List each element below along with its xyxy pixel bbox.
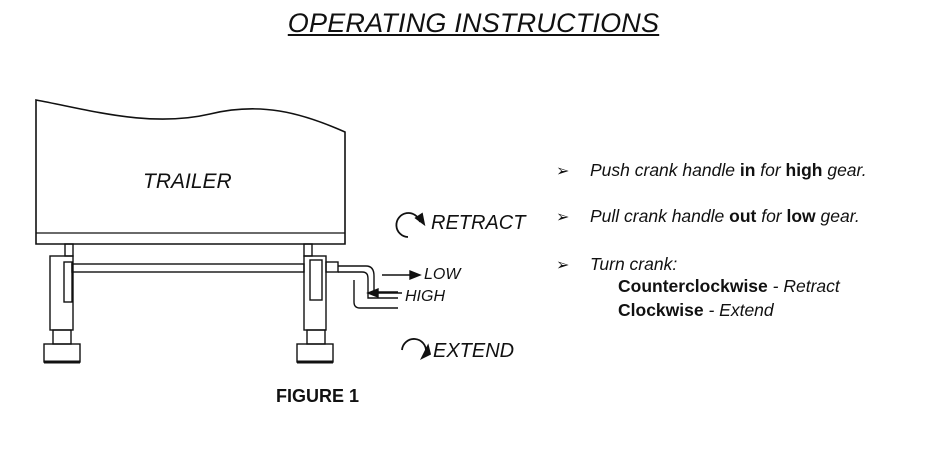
arrowhead-bullet-icon: ➢ (556, 163, 570, 180)
instruction-text: Push crank handle (590, 160, 740, 180)
left-jack (43, 243, 81, 364)
page-title: OPERATING INSTRUCTIONS (287, 8, 660, 38)
instruction-turn-crank: ➢ Turn crank: (556, 254, 677, 275)
right-jack (296, 243, 339, 364)
instruction-emphasis: high (785, 160, 823, 180)
instruction-low-gear: ➢ Pull crank handle out for low gear. (556, 206, 860, 227)
instruction-high-gear: ➢ Push crank handle in for high gear. (556, 160, 867, 181)
instruction-text: Pull crank handle (590, 206, 730, 226)
instruction-emphasis: out (729, 206, 757, 226)
instruction-emphasis: in (739, 160, 756, 180)
retract-label: RETRACT (431, 212, 526, 234)
figure-caption: FIGURE 1 (276, 386, 360, 406)
low-label: LOW (424, 266, 461, 283)
instruction-text: - Retract (767, 276, 840, 296)
instruction-text: gear. (822, 160, 867, 180)
instruction-text: gear. (815, 206, 860, 226)
high-label: HIGH (405, 288, 445, 305)
trailer-label: TRAILER (143, 170, 232, 193)
low-arrow (382, 269, 422, 281)
instruction-emphasis: Clockwise (618, 300, 704, 320)
clockwise-arrow-icon (401, 338, 432, 361)
instruction-emphasis: low (786, 206, 816, 226)
instruction-counterclockwise: Counterclockwise - Retract (618, 276, 840, 297)
crank-handle (338, 265, 398, 309)
arrowhead-bullet-icon: ➢ (556, 257, 570, 274)
instruction-text: for (756, 206, 787, 226)
instruction-emphasis: Counterclockwise (618, 276, 768, 296)
instruction-text: - Extend (703, 300, 774, 320)
instruction-text: Turn crank: (590, 254, 678, 274)
extend-label: EXTEND (433, 340, 515, 362)
cross-shaft (71, 263, 305, 273)
instruction-text: for (755, 160, 786, 180)
instruction-clockwise: Clockwise - Extend (618, 300, 774, 321)
trailer-body (35, 99, 346, 245)
high-arrow (366, 287, 402, 299)
counterclockwise-arrow-icon (395, 212, 426, 238)
arrowhead-bullet-icon: ➢ (556, 209, 570, 226)
